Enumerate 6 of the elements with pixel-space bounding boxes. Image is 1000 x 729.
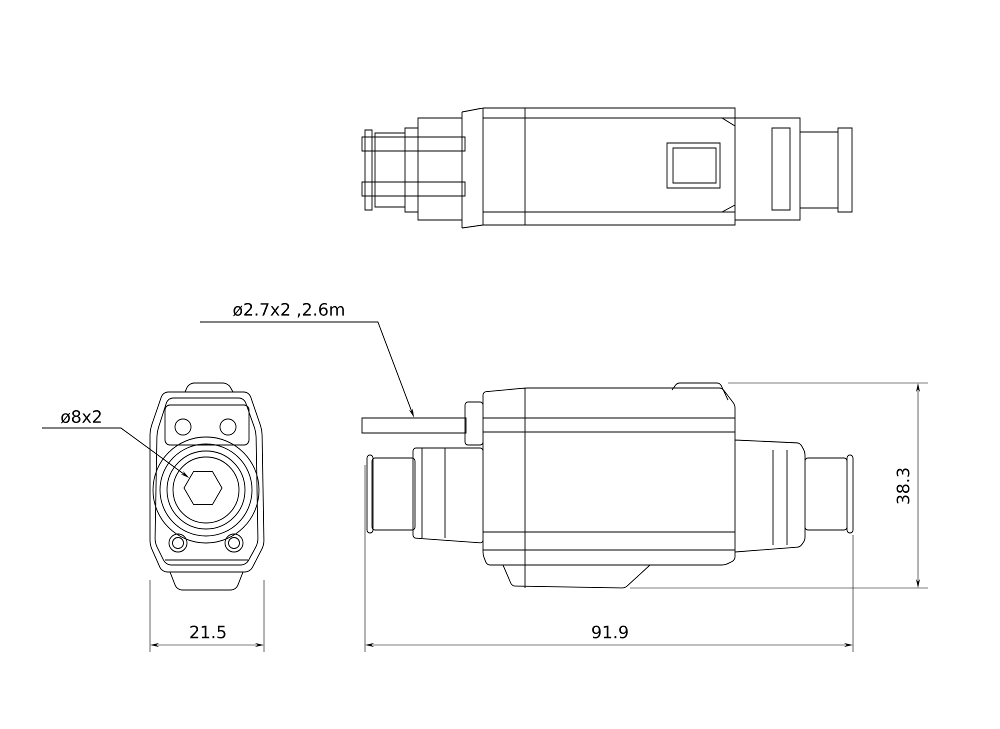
cable [362, 418, 466, 434]
leader-text: ø2.7x2 ,2.6m [233, 302, 344, 318]
dimension-label: 91.9 [592, 626, 628, 638]
dimension-label: 38.3 [896, 468, 910, 504]
dimension-label: 21.5 [190, 626, 226, 638]
leader-text: ø8x2 [61, 410, 101, 424]
